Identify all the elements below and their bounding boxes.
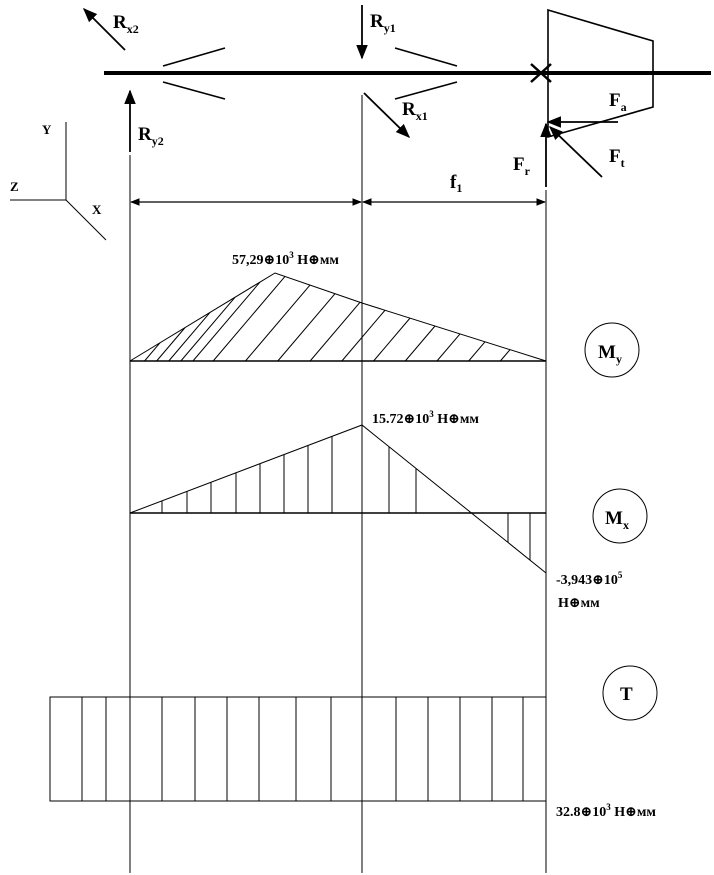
svg-text:My: My	[598, 342, 622, 366]
my-hatch-line	[144, 342, 161, 362]
my-hatch-line	[373, 317, 411, 362]
rx1-label: Rx1	[402, 99, 428, 123]
my-hatch-line	[192, 281, 261, 362]
gear-wheel-outline	[547, 8, 654, 139]
axis-x-label: X	[92, 202, 102, 217]
dimension-label: f1	[450, 172, 462, 195]
my-badge: My	[584, 322, 640, 378]
my-hatch-line	[341, 309, 386, 362]
my-diagram	[129, 272, 547, 362]
my-hatch-line	[180, 296, 236, 362]
ry1-label: Ry1	[370, 11, 396, 35]
rx2-label: Rx2	[113, 12, 139, 36]
my-hatch-line	[468, 341, 486, 362]
my-hatch-line	[436, 333, 461, 362]
my-hatch-line	[245, 284, 311, 362]
mx-end-label-line2: Н⊕мм	[558, 596, 600, 611]
my-hatch-line	[499, 349, 511, 362]
my-hatch-line	[212, 276, 286, 362]
svg-text:T: T	[620, 684, 633, 705]
my-outline	[129, 272, 547, 362]
mx-outline	[129, 424, 547, 574]
t-badge: T	[602, 665, 658, 721]
mx-badge: Mx	[592, 488, 648, 544]
reference-lines	[129, 95, 547, 873]
my-hatching	[144, 276, 511, 362]
mx-peak-label: 15.72⊕103 Н⊕мм	[372, 409, 479, 427]
axis-y-label: Y	[42, 122, 52, 137]
my-hatch-line	[309, 301, 361, 362]
svg-text:Mx: Mx	[605, 508, 629, 532]
my-peak-label: 57,29⊕103 Н⊕мм	[232, 250, 339, 268]
ft-arrow	[548, 126, 603, 178]
t-value-label: 32.8⊕103 Н⊕мм	[556, 802, 656, 820]
fa-label: Fa	[609, 90, 627, 114]
coordinate-axes	[10, 122, 107, 241]
my-hatch-line	[168, 312, 211, 362]
t-diagram	[49, 696, 547, 802]
ry2-label: Ry2	[138, 124, 164, 148]
bearing-right-symbol	[394, 47, 458, 100]
mx-end-label-line1: -3,943⊕105	[556, 570, 623, 588]
mx-diagram	[129, 424, 547, 574]
mx-hatching	[161, 436, 531, 561]
my-hatch-line	[156, 327, 186, 362]
bearing-left-symbol	[162, 47, 226, 100]
rx2-arrow	[82, 7, 126, 51]
my-hatch-line	[404, 325, 436, 362]
t-rectangle	[49, 696, 547, 802]
t-hatching	[81, 697, 524, 801]
fr-label: Fr	[513, 154, 531, 178]
ft-label: Ft	[609, 146, 625, 170]
axis-z-label: Z	[10, 179, 19, 194]
my-hatch-line	[277, 293, 336, 362]
rx1-arrow	[363, 92, 411, 139]
